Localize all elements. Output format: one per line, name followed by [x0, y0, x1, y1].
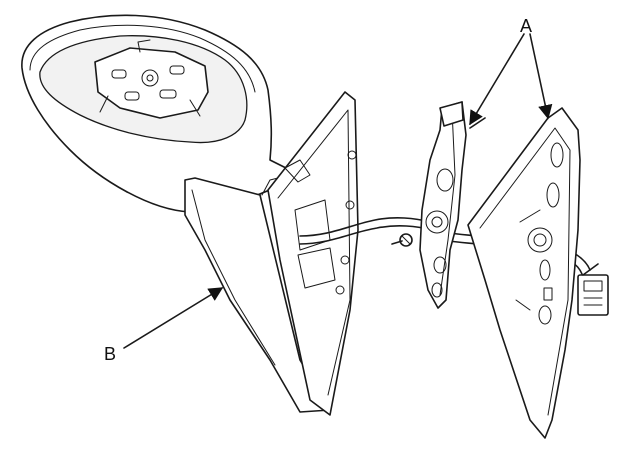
callout-a-label: A — [520, 16, 532, 36]
mirror-housing — [21, 14, 331, 413]
mounting-screw — [391, 233, 413, 247]
harness-connector — [577, 263, 609, 316]
mirror-glass-holder — [467, 107, 581, 439]
housing-actuator-plate — [94, 39, 209, 119]
housing-mirror-base — [267, 91, 359, 416]
callout-b-label: B — [104, 344, 116, 364]
actuator-bracket — [419, 101, 486, 309]
callout-a — [469, 33, 553, 126]
callout-b — [123, 287, 224, 349]
